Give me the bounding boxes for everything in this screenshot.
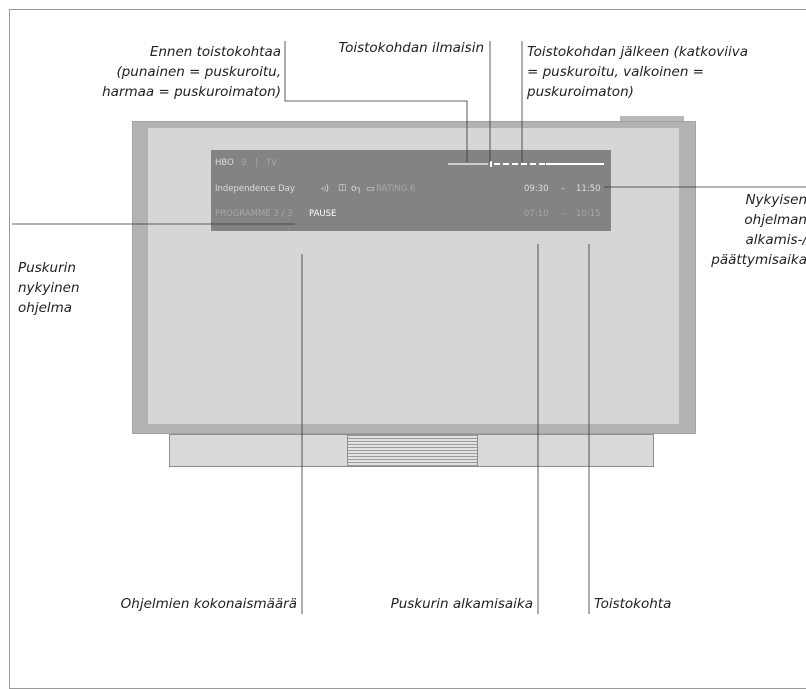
annotation-current-times-line2: ohjelman: [744, 212, 806, 228]
annotation-after: Toistokohdan jälkeen (katkoviiva = pusku…: [527, 42, 748, 102]
channel-number: 9: [241, 158, 247, 168]
annotation-after-line1: Toistokohdan jälkeen (katkoviiva: [527, 44, 749, 60]
channel-separator: |: [255, 158, 258, 168]
annotation-after-line2: = puskuroitu, valkoinen =: [527, 64, 704, 80]
programme-title: Independence Day: [215, 184, 295, 194]
annotation-total-programs: Ohjelmien kokonaismäärä: [120, 596, 297, 612]
rating-label: RATING 6: [376, 184, 416, 194]
annotation-before-line3: harmaa = puskuroimaton): [102, 84, 281, 100]
buffer-after-dashed-bar: [494, 163, 546, 165]
annotation-buffer-program-line1: Puskurin: [18, 260, 76, 276]
annotation-playback-point: Toistokohta: [594, 596, 672, 612]
leader-lines: [12, 41, 806, 614]
speaker-icon: ◃): [321, 184, 330, 194]
annotation-before: Ennen toistokohtaa (punainen = puskuroit…: [102, 42, 281, 102]
annotation-after-line3: puskuroimaton): [527, 84, 634, 100]
surround-icon: ◫: [338, 183, 347, 193]
time-dash: –: [561, 184, 566, 194]
annotation-current-times-line4: päättymisaika: [711, 252, 806, 268]
programme-start-time: 09:30: [524, 184, 549, 194]
subtitle-icon: ▭: [366, 184, 375, 194]
key-icon: o┐: [351, 184, 362, 194]
stand-left-panel: [170, 435, 348, 466]
buffer-time-dash: –: [561, 209, 566, 219]
annotation-before-line1: Ennen toistokohtaa: [149, 44, 281, 60]
channel-name: HBO: [215, 158, 234, 168]
annotation-buffer-start: Puskurin alkamisaika: [390, 596, 533, 612]
programme-end-time: 11:50: [576, 184, 601, 194]
annotation-current-times: Nykyisen ohjelman alkamis-/ päättymisaik…: [711, 190, 806, 270]
annotation-indicator: Toistokohdan ilmaisin: [338, 40, 484, 56]
annotation-before-line2: (punainen = puskuroitu,: [116, 64, 281, 80]
tv-top-flap: [620, 116, 684, 124]
annotation-buffer-program-line2: nykyinen: [18, 280, 80, 296]
speaker-grille: [348, 435, 478, 466]
playback-time: 10:15: [576, 209, 601, 219]
annotation-current-times-line1: Nykyisen: [745, 192, 806, 208]
programme-counter: PROGRAMME 3 / 3: [215, 209, 293, 219]
buffer-after-solid-bar: [546, 163, 604, 165]
annotation-buffer-program-line3: ohjelma: [18, 300, 73, 316]
source-label: TV: [266, 158, 278, 168]
playback-indicator: [490, 161, 492, 167]
annotation-current-times-line3: alkamis-/: [745, 232, 806, 248]
on-screen-display: HBO 9 | TV Independence Day ◃) ◫ o┐ ▭ RA…: [211, 150, 611, 231]
buffer-before-bar: [448, 163, 488, 165]
leader-before: [284, 41, 468, 162]
buffer-start-time: 07:10: [524, 209, 549, 219]
tv-stand: [169, 434, 654, 467]
annotation-buffer-program: Puskurin nykyinen ohjelma: [18, 258, 80, 318]
pause-status: PAUSE: [309, 209, 337, 219]
